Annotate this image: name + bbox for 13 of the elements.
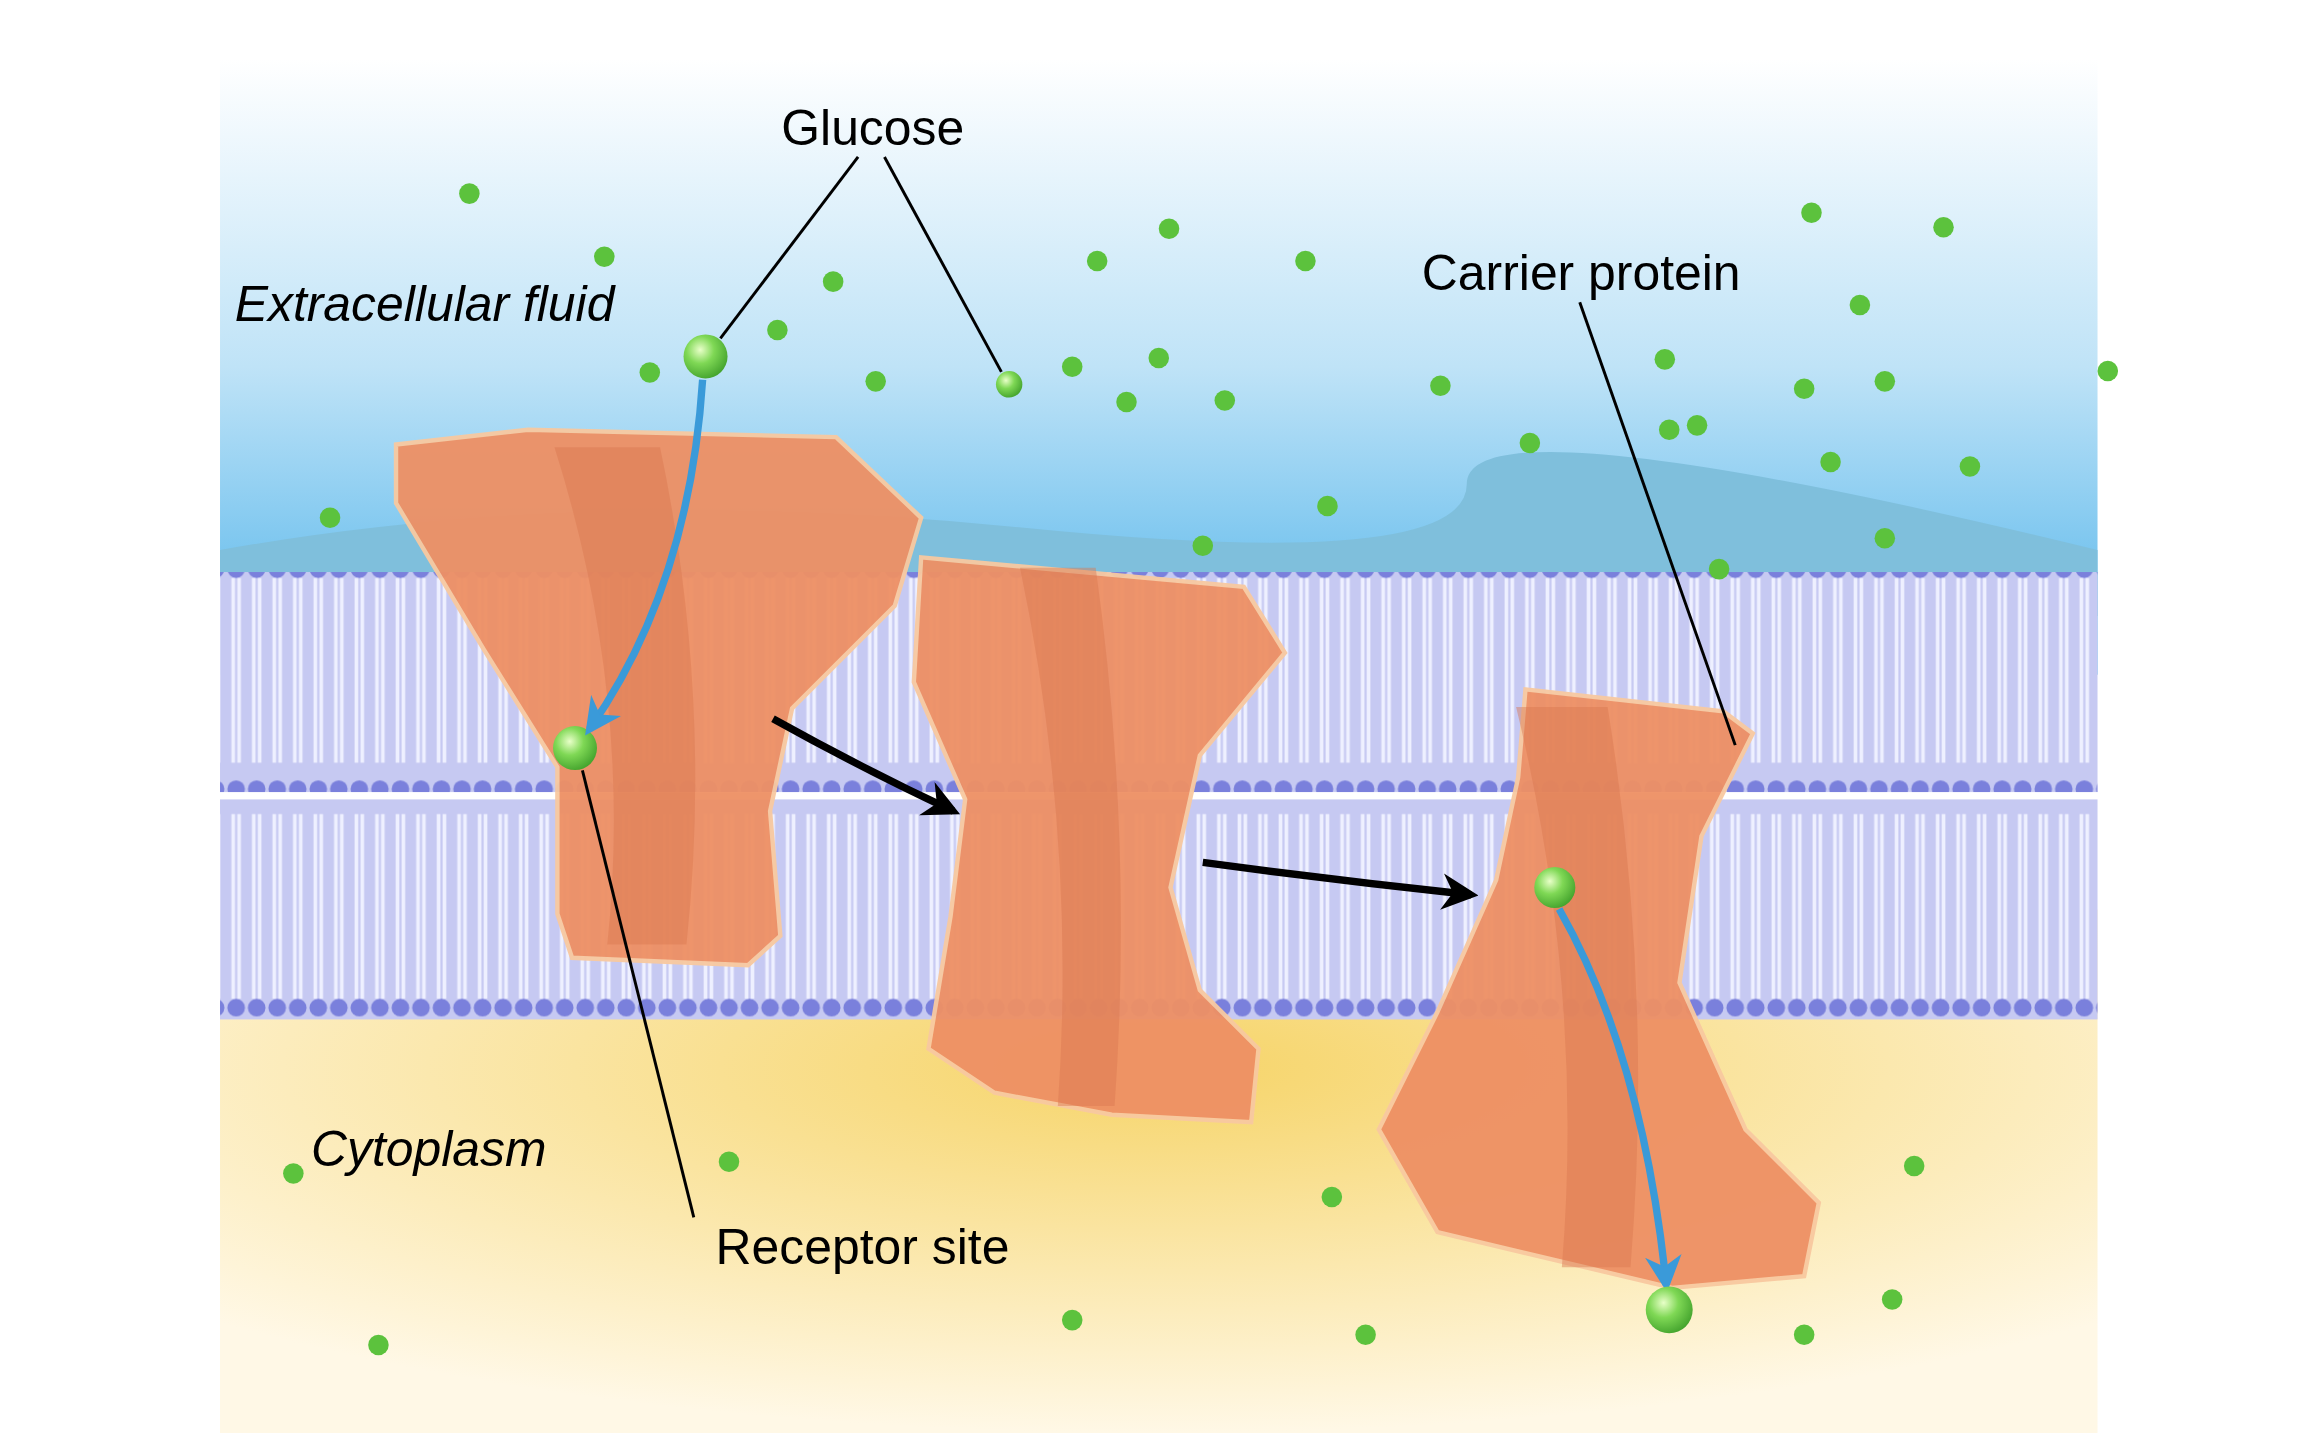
arrow xyxy=(771,715,961,816)
leader-line xyxy=(1578,301,1737,746)
carrier-protein-drawing xyxy=(396,429,925,966)
leader-line xyxy=(581,769,696,1218)
callout-label: Glucose xyxy=(762,98,983,157)
callout-label: Carrier protein xyxy=(1397,243,1765,303)
arrow xyxy=(585,379,707,736)
callout-label: Receptor site xyxy=(693,1217,1032,1277)
leader-line xyxy=(719,156,860,340)
leader-line xyxy=(883,156,1003,373)
arrow xyxy=(1202,858,1479,910)
region-label: Extracellular fluid xyxy=(234,274,615,333)
region-label: Cytoplasm xyxy=(310,1119,547,1178)
